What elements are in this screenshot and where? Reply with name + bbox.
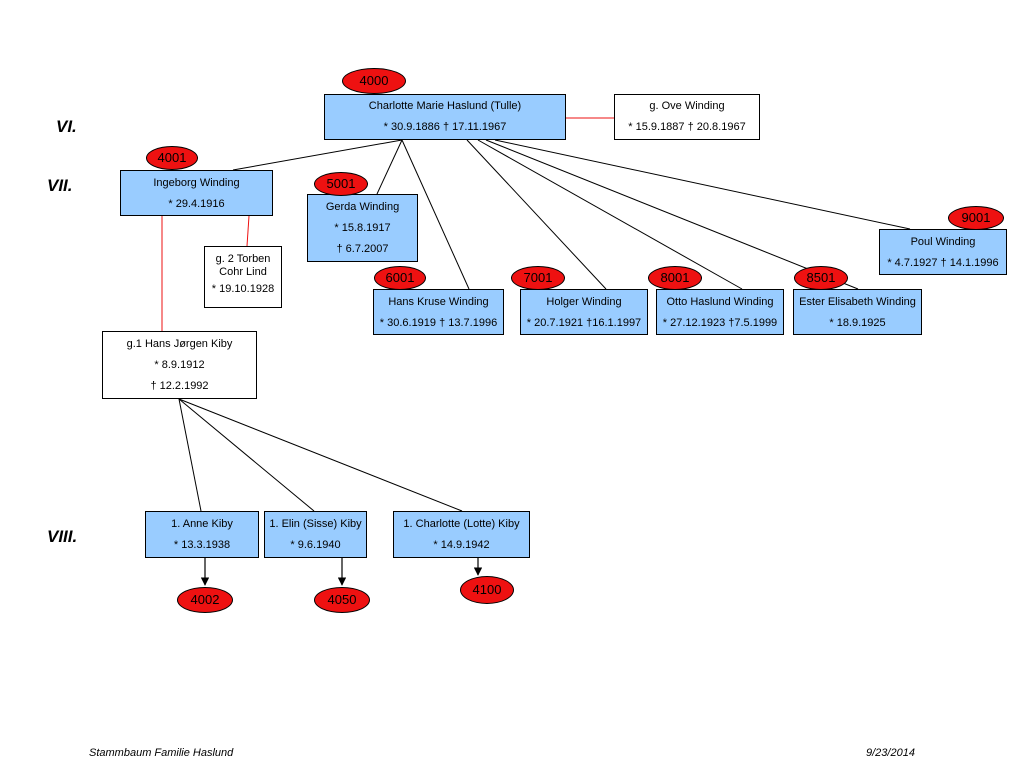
child-line-hans-kruse <box>401 139 470 290</box>
person-box-ester[interactable]: Ester Elisabeth Winding * 18.9.1925 <box>793 289 922 335</box>
person-box-elin[interactable]: 1. Elin (Sisse) Kiby * 9.6.1940 <box>264 511 367 558</box>
person-name: g. Ove Winding <box>649 100 725 112</box>
id-badge-charlotte[interactable]: 4000 <box>342 68 406 94</box>
child-line-holger <box>466 139 607 290</box>
child-line-otto <box>477 139 743 290</box>
footer-date: 9/23/2014 <box>866 747 915 759</box>
child-line-ester <box>485 139 859 290</box>
person-box-gerda[interactable]: Gerda Winding * 15.8.1917 † 6.7.2007 <box>307 194 418 262</box>
person-name: Ester Elisabeth Winding <box>799 296 916 308</box>
person-born: * 15.8.1917 <box>334 222 391 234</box>
child-line-poul <box>494 139 911 230</box>
person-box-hans-kruse[interactable]: Hans Kruse Winding * 30.6.1919 † 13.7.19… <box>373 289 504 335</box>
person-name: Holger Winding <box>546 296 622 308</box>
child-line-lotte <box>178 398 463 512</box>
person-name: 1. Charlotte (Lotte) Kiby <box>403 518 520 530</box>
id-badge-lotte[interactable]: 4100 <box>460 576 514 604</box>
id-badge-poul[interactable]: 9001 <box>948 206 1004 230</box>
spouse-box-torben[interactable]: g. 2 Torben Cohr Lind * 19.10.1928 <box>204 246 282 308</box>
id-badge-hans-kruse[interactable]: 6001 <box>374 266 426 290</box>
generation-label-viii: VIII. <box>47 527 78 546</box>
id-badge-otto[interactable]: 8001 <box>648 266 702 290</box>
person-name: 1. Anne Kiby <box>171 518 233 530</box>
person-name: Charlotte Marie Haslund (Tulle) <box>368 100 522 112</box>
person-dates: * 14.9.1942 <box>433 539 490 551</box>
spouse-box-hans-jorgen[interactable]: g.1 Hans Jørgen Kiby * 8.9.1912 † 12.2.1… <box>102 331 257 399</box>
person-dates: * 4.7.1927 † 14.1.1996 <box>887 257 999 269</box>
child-line-anne <box>178 398 202 512</box>
person-box-charlotte[interactable]: Charlotte Marie Haslund (Tulle) * 30.9.1… <box>324 94 566 140</box>
person-name: 1. Elin (Sisse) Kiby <box>269 518 362 530</box>
person-dates: * 30.9.1886 † 17.11.1967 <box>383 121 507 133</box>
person-box-anne[interactable]: 1. Anne Kiby * 13.3.1938 <box>145 511 259 558</box>
person-died: † 6.7.2007 <box>336 243 389 255</box>
id-badge-ester[interactable]: 8501 <box>794 266 848 290</box>
person-born: * 8.9.1912 <box>154 359 205 371</box>
id-badge-gerda[interactable]: 5001 <box>314 172 368 196</box>
person-name: Otto Haslund Winding <box>666 296 774 308</box>
generation-label-vii: VII. <box>47 176 73 195</box>
person-dates: * 19.10.1928 <box>211 283 275 295</box>
id-badge-elin[interactable]: 4050 <box>314 587 370 613</box>
person-dates: * 27.12.1923 †7.5.1999 <box>662 317 778 329</box>
person-dates: * 18.9.1925 <box>829 317 886 329</box>
person-name: Ingeborg Winding <box>153 177 240 189</box>
person-box-holger[interactable]: Holger Winding * 20.7.1921 †16.1.1997 <box>520 289 648 335</box>
spouse-box-ove[interactable]: g. Ove Winding * 15.9.1887 † 20.8.1967 <box>614 94 760 140</box>
person-dates: * 20.7.1921 †16.1.1997 <box>526 317 642 329</box>
person-box-ingeborg[interactable]: Ingeborg Winding * 29.4.1916 <box>120 170 273 216</box>
footer-title: Stammbaum Familie Haslund <box>89 747 234 759</box>
person-name: g. 2 Torben Cohr Lind <box>215 253 271 278</box>
child-line-elin <box>178 398 315 512</box>
person-dates: * 13.3.1938 <box>173 539 231 551</box>
generation-label-vi: VI. <box>56 117 77 136</box>
person-dates: * 29.4.1916 <box>168 198 225 210</box>
child-line-ingeborg <box>232 139 403 171</box>
person-box-poul[interactable]: Poul Winding * 4.7.1927 † 14.1.1996 <box>879 229 1007 275</box>
person-name: Hans Kruse Winding <box>388 296 489 308</box>
id-badge-holger[interactable]: 7001 <box>511 266 565 290</box>
person-name: g.1 Hans Jørgen Kiby <box>126 338 233 350</box>
id-badge-anne[interactable]: 4002 <box>177 587 233 613</box>
child-line-gerda <box>376 139 403 195</box>
person-box-otto[interactable]: Otto Haslund Winding * 27.12.1923 †7.5.1… <box>656 289 784 335</box>
person-dates: * 9.6.1940 <box>290 539 341 551</box>
person-name: Poul Winding <box>910 236 976 248</box>
id-badge-ingeborg[interactable]: 4001 <box>146 146 198 170</box>
person-dates: * 30.6.1919 † 13.7.1996 <box>379 317 498 329</box>
spouse-line-ingeborg-torben <box>246 215 250 247</box>
person-dates: * 15.9.1887 † 20.8.1967 <box>628 121 746 133</box>
person-box-lotte[interactable]: 1. Charlotte (Lotte) Kiby * 14.9.1942 <box>393 511 530 558</box>
person-died: † 12.2.1992 <box>150 380 209 392</box>
person-name: Gerda Winding <box>325 201 400 213</box>
